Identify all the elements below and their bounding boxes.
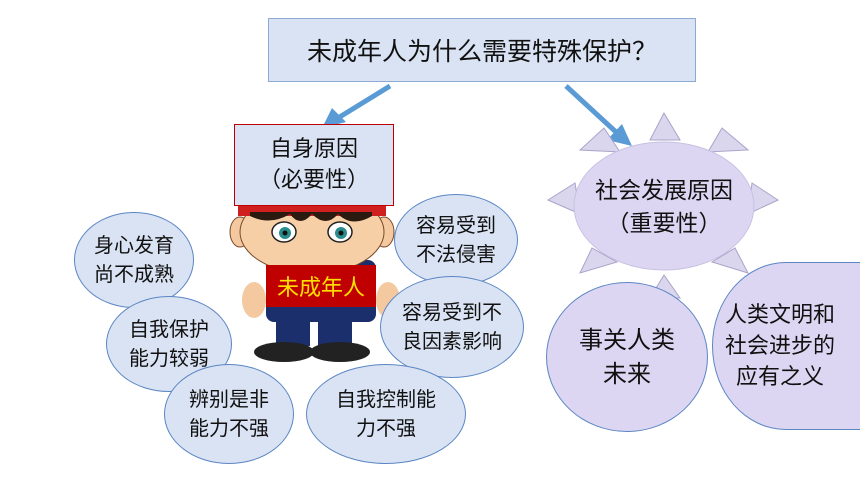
social-reason-sublabel: （重要性） [606,211,722,237]
social-reason-label: 社会发展原因 [595,178,733,204]
social-reason-label-group: 社会发展原因 （重要性） [574,170,754,246]
self-reason-label: 自身原因 [269,137,358,162]
bubble-civilization-progress: 人类文明和 社会进步的 应有之义 [712,262,860,430]
minor-label: 未成年人 [266,265,376,307]
sun-center [573,141,755,271]
question-title: 未成年人为什么需要特殊保护？ [306,37,657,66]
bubble-text: 自我保护 能力较弱 [129,317,209,370]
bubble-physical-mental-immature: 身心发育 尚不成熟 [74,212,194,308]
bubble-human-future: 事关人类 未来 [546,282,708,432]
bubble-text: 容易受到 不法侵害 [416,213,496,266]
self-reason-box: 自身原因 （必要性） [234,124,394,206]
arrow-to-self-reason [322,83,392,128]
bubble-text: 人类文明和 社会进步的 应有之义 [725,302,836,390]
bubble-text: 辨别是非 能力不强 [189,387,269,440]
self-reason-sublabel: （必要性） [258,168,369,193]
arrow-to-social-reason [564,84,632,146]
bubble-bad-influence: 容易受到不 良因素影响 [380,276,524,378]
bubble-illegal-harm: 容易受到 不法侵害 [394,194,518,286]
bubble-text: 事关人类 未来 [579,326,675,388]
bubble-self-control-weak: 自我控制能 力不强 [306,364,466,464]
bubble-text: 身心发育 尚不成熟 [94,233,174,286]
bubble-text: 自我控制能 力不强 [336,387,436,440]
bubble-text: 容易受到不 良因素影响 [402,300,502,353]
bubble-discernment-weak: 辨别是非 能力不强 [164,364,294,464]
question-title-box: 未成年人为什么需要特殊保护？ [268,18,696,82]
